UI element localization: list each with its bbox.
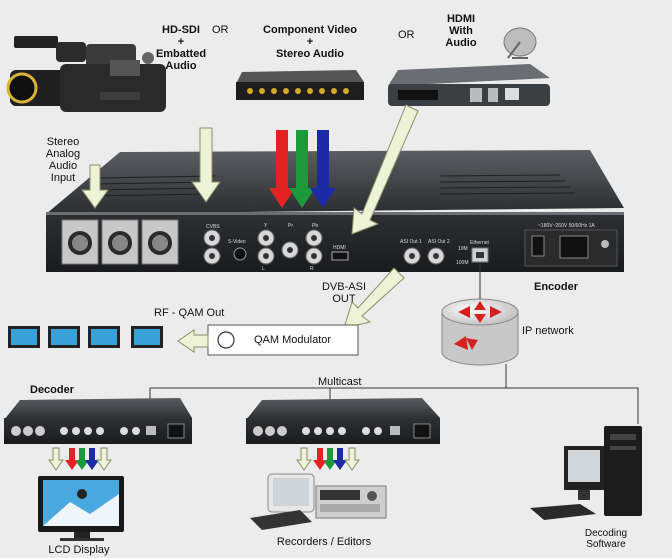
label-lcd-display: LCD Display <box>48 544 110 556</box>
label-decoding-software: Decoding Software <box>574 528 638 550</box>
label-dvb-asi-line1: DVB-ASI <box>321 281 366 293</box>
decoder-left-output-arrows <box>48 447 112 471</box>
port-label-r: R <box>310 266 314 272</box>
label-hdsdi-line2: + <box>177 36 185 48</box>
qam-modulator-box <box>207 324 359 356</box>
label-decoder: Decoder <box>30 384 75 396</box>
port-label-l: L <box>262 266 265 272</box>
port-label-hdmi: HDMI <box>333 245 346 251</box>
settop-box-icon <box>388 64 550 106</box>
xlr-connectors <box>61 219 179 265</box>
decoder-unit-center <box>246 398 440 444</box>
label-hdsdi-line1: HD-SDI <box>162 24 200 36</box>
label-stereo-analog: Stereo Analog Audio Input <box>40 136 86 184</box>
label-recorders-editors: Recorders / Editors <box>276 536 372 548</box>
label-dvb-asi-line2: OUT <box>332 293 356 305</box>
svideo-port <box>233 247 247 261</box>
port-label-ethernet: Ethernet <box>470 240 490 246</box>
hdmi-arrow <box>351 104 419 235</box>
label-component: Component Video + Stereo Audio <box>250 24 370 60</box>
label-software-line1: Decoding <box>584 528 628 539</box>
desktop-computer-icon <box>530 426 642 520</box>
port-label-10m: 10M <box>458 246 468 252</box>
label-software-line2: Software <box>586 539 626 550</box>
label-multicast: Multicast <box>318 376 362 388</box>
label-stereo-line3: Audio <box>48 160 78 172</box>
satellite-dish-icon <box>503 27 537 59</box>
label-rf-qam: RF - QAM Out <box>154 307 225 319</box>
label-component-line1: Component Video <box>263 24 357 36</box>
label-ip-network: IP network <box>522 325 574 337</box>
label-encoder: Encoder <box>534 281 579 293</box>
label-stereo-line4: Input <box>50 172 76 184</box>
label-hdsdi-line4: Audio <box>165 60 197 72</box>
rf-qam-arrow <box>177 329 209 353</box>
label-or-1: OR <box>212 24 229 36</box>
port-label-y: Y <box>264 223 268 229</box>
label-qam-modulator: QAM Modulator <box>254 334 332 346</box>
router-icon <box>441 298 519 366</box>
label-hdmi: HDMI With Audio <box>436 13 486 49</box>
label-component-line2: + <box>306 36 314 48</box>
label-hdsdi-line3: Embatted <box>155 48 207 60</box>
hdmi-port <box>331 251 349 261</box>
label-hdmi-line3: Audio <box>445 37 477 49</box>
label-hdmi-line2: With <box>449 25 473 37</box>
recorder-editor-icon <box>250 473 387 530</box>
port-label-100m: 100M <box>456 260 469 266</box>
component-device-icon <box>236 70 364 100</box>
port-label-cvbs: CVBS <box>206 224 220 230</box>
component-rgb-arrows <box>269 130 336 208</box>
decoder-unit-left <box>4 398 192 444</box>
label-stereo-line2: Analog <box>45 148 81 160</box>
label-hdmi-line1: HDMI <box>446 13 476 25</box>
label-component-line3: Stereo Audio <box>275 48 345 60</box>
label-stereo-line1: Stereo <box>46 136 80 148</box>
hdsdi-arrow <box>191 127 221 203</box>
lcd-display-icon <box>38 476 124 541</box>
encoder-unit: CVBS S-Video Y Pr Pb L R HDMI ASI Out 1 … <box>46 150 624 272</box>
port-label-pr: Pr <box>288 223 293 229</box>
camera-icon <box>6 36 166 112</box>
power-rating-text: ~180V~260V 50/60Hz 1A <box>538 223 595 229</box>
port-label-pb: Pb <box>312 223 318 229</box>
decoder-center-output-arrows <box>296 447 360 471</box>
port-label-asi2: ASI Out 2 <box>428 239 450 245</box>
port-label-asi1: ASI Out 1 <box>400 239 422 245</box>
power-switch <box>531 235 545 257</box>
port-label-svideo: S-Video <box>228 239 246 245</box>
label-dvb-asi: DVB-ASI OUT <box>314 281 374 305</box>
label-or-2: OR <box>398 29 415 41</box>
analog-audio-arrow <box>81 164 109 209</box>
tv-monitors <box>8 326 163 348</box>
power-socket <box>559 235 589 259</box>
label-hdsdi: HD-SDI + Embatted Audio <box>150 24 212 72</box>
